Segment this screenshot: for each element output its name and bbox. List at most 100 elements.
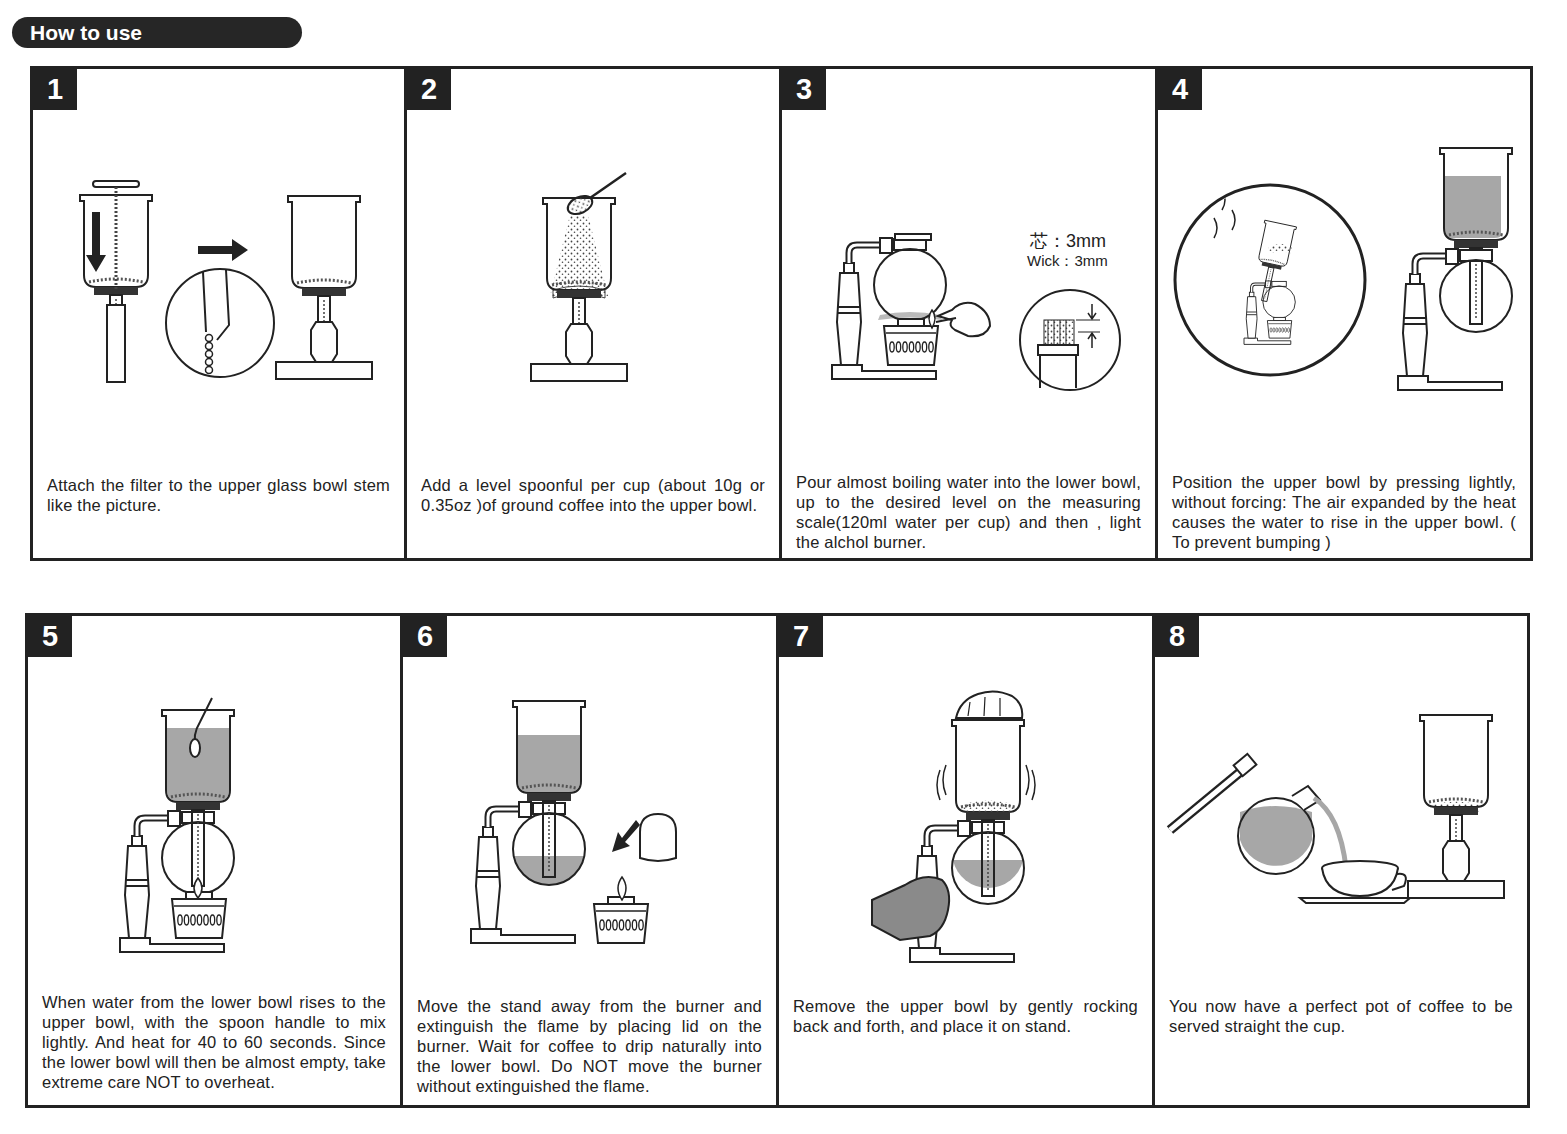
step4-art-part-part-part bbox=[1248, 220, 1296, 304]
title: How to use bbox=[12, 17, 302, 48]
step-number: 7 bbox=[779, 616, 823, 657]
step1-art-part bbox=[276, 196, 372, 379]
step1-art-part bbox=[206, 335, 213, 374]
step4-art-part bbox=[1445, 176, 1501, 238]
step-number: 3 bbox=[782, 69, 826, 110]
step4-art-part bbox=[1175, 185, 1365, 375]
step-caption: Move the stand away from the burner and … bbox=[417, 996, 762, 1096]
step-panel: 1Attach the filter to the upper glass bo… bbox=[30, 66, 407, 561]
step7-art-part bbox=[962, 801, 1014, 813]
step-panel: 2Add a level spoonful per cup (about 10g… bbox=[404, 66, 782, 561]
step3-art-part bbox=[895, 234, 931, 240]
step1-art-part bbox=[86, 212, 106, 272]
step7-art-part bbox=[872, 877, 949, 940]
step-badge: 8 bbox=[1155, 616, 1199, 657]
step7-art-part bbox=[956, 691, 1022, 718]
step-badge: 7 bbox=[779, 616, 823, 657]
step-panel: 7Remove the upper bowl by gently rocking… bbox=[776, 613, 1155, 1108]
step4-art-part-part bbox=[1214, 190, 1235, 238]
step1-art-part-part bbox=[206, 359, 213, 366]
step8-art-part bbox=[1170, 768, 1245, 830]
step4-art-part-part bbox=[1268, 244, 1292, 254]
step-panel: 5When water from the lower bowl rises to… bbox=[25, 613, 403, 1108]
step8-art-part bbox=[1392, 874, 1406, 890]
step3-art-part bbox=[1044, 320, 1074, 345]
step1-art-part-part bbox=[206, 343, 213, 350]
step-panel: 4Position the upper bowl by pressing lig… bbox=[1155, 66, 1533, 561]
step-badge: 1 bbox=[33, 69, 77, 110]
step5-art-part bbox=[120, 811, 234, 952]
step1-art-part bbox=[203, 270, 229, 340]
step6-art-part bbox=[513, 701, 585, 877]
step-caption: Pour almost boiling water into the lower… bbox=[796, 472, 1141, 552]
step-number: 8 bbox=[1155, 616, 1199, 657]
step3-art-part bbox=[1048, 320, 1049, 345]
step8-art-part bbox=[1408, 715, 1504, 898]
step6-art-part bbox=[471, 802, 585, 943]
step3-art bbox=[832, 234, 1120, 390]
step3-art-part bbox=[1076, 320, 1100, 332]
step-number: 4 bbox=[1158, 69, 1202, 110]
dimension-label: 芯：3mm bbox=[1030, 229, 1106, 253]
step-number: 5 bbox=[28, 616, 72, 657]
step8-art-part bbox=[1234, 754, 1257, 776]
step1-art-part bbox=[115, 187, 118, 290]
step5-art-part bbox=[162, 710, 234, 886]
step3-art-part bbox=[1020, 290, 1120, 390]
step2-art bbox=[531, 173, 627, 381]
step5-art-part bbox=[194, 878, 202, 898]
step7-art bbox=[872, 691, 1035, 962]
step-number: 6 bbox=[403, 616, 447, 657]
step3-art-part bbox=[1066, 320, 1067, 345]
step-number: 1 bbox=[33, 69, 77, 110]
step3-art-part bbox=[832, 238, 946, 379]
step1-art-part bbox=[93, 181, 139, 187]
step3-art-part bbox=[1060, 320, 1061, 345]
step8-art-part bbox=[1300, 898, 1410, 903]
step1-art-part-part bbox=[206, 367, 213, 374]
step8-art-part bbox=[1170, 768, 1245, 830]
step-caption: You now have a perfect pot of coffee to … bbox=[1169, 996, 1513, 1036]
step4-art bbox=[1175, 148, 1512, 390]
step1-art-part bbox=[107, 305, 125, 382]
step1-art-part bbox=[198, 239, 248, 261]
step-badge: 2 bbox=[407, 69, 451, 110]
step-panel: 6Move the stand away from the burner and… bbox=[400, 613, 779, 1108]
step6-art-part bbox=[518, 735, 580, 792]
step-caption: Position the upper bowl by pressing ligh… bbox=[1172, 472, 1516, 552]
step-caption: Attach the filter to the upper glass bow… bbox=[47, 475, 390, 515]
step5-art bbox=[120, 698, 234, 952]
step5-art-part bbox=[167, 728, 229, 801]
step8-art-part bbox=[1238, 798, 1314, 874]
step4-art-part-part bbox=[1248, 220, 1296, 304]
step1-art-part-part bbox=[206, 351, 213, 358]
step7-art-part bbox=[952, 720, 1024, 896]
step-number: 2 bbox=[407, 69, 451, 110]
step3-art-part bbox=[929, 310, 935, 328]
step7-art-part bbox=[968, 697, 1000, 716]
step1-art-part bbox=[166, 269, 274, 377]
step3-art-part bbox=[1038, 345, 1078, 388]
step6-art bbox=[471, 701, 676, 943]
step8-art bbox=[1170, 715, 1504, 903]
step-badge: 5 bbox=[28, 616, 72, 657]
step3-art-part bbox=[1088, 304, 1096, 348]
step8-art-part bbox=[1322, 868, 1398, 896]
step-badge: 6 bbox=[403, 616, 447, 657]
step1-art bbox=[80, 181, 372, 382]
dimension-label: Wick：3mm bbox=[1027, 252, 1108, 271]
step3-art-part bbox=[1054, 320, 1055, 345]
step2-art-part bbox=[550, 215, 608, 296]
step2-art-part bbox=[531, 198, 627, 381]
step4-art-part bbox=[1398, 249, 1512, 390]
step3-art-part bbox=[884, 319, 938, 365]
step6-art-part bbox=[612, 820, 640, 852]
step4-art-part bbox=[1440, 148, 1512, 324]
step-badge: 4 bbox=[1158, 69, 1202, 110]
step4-art-part bbox=[1214, 190, 1297, 344]
step-badge: 3 bbox=[782, 69, 826, 110]
step6-art-part bbox=[618, 877, 626, 900]
step2-art-part bbox=[590, 173, 626, 198]
